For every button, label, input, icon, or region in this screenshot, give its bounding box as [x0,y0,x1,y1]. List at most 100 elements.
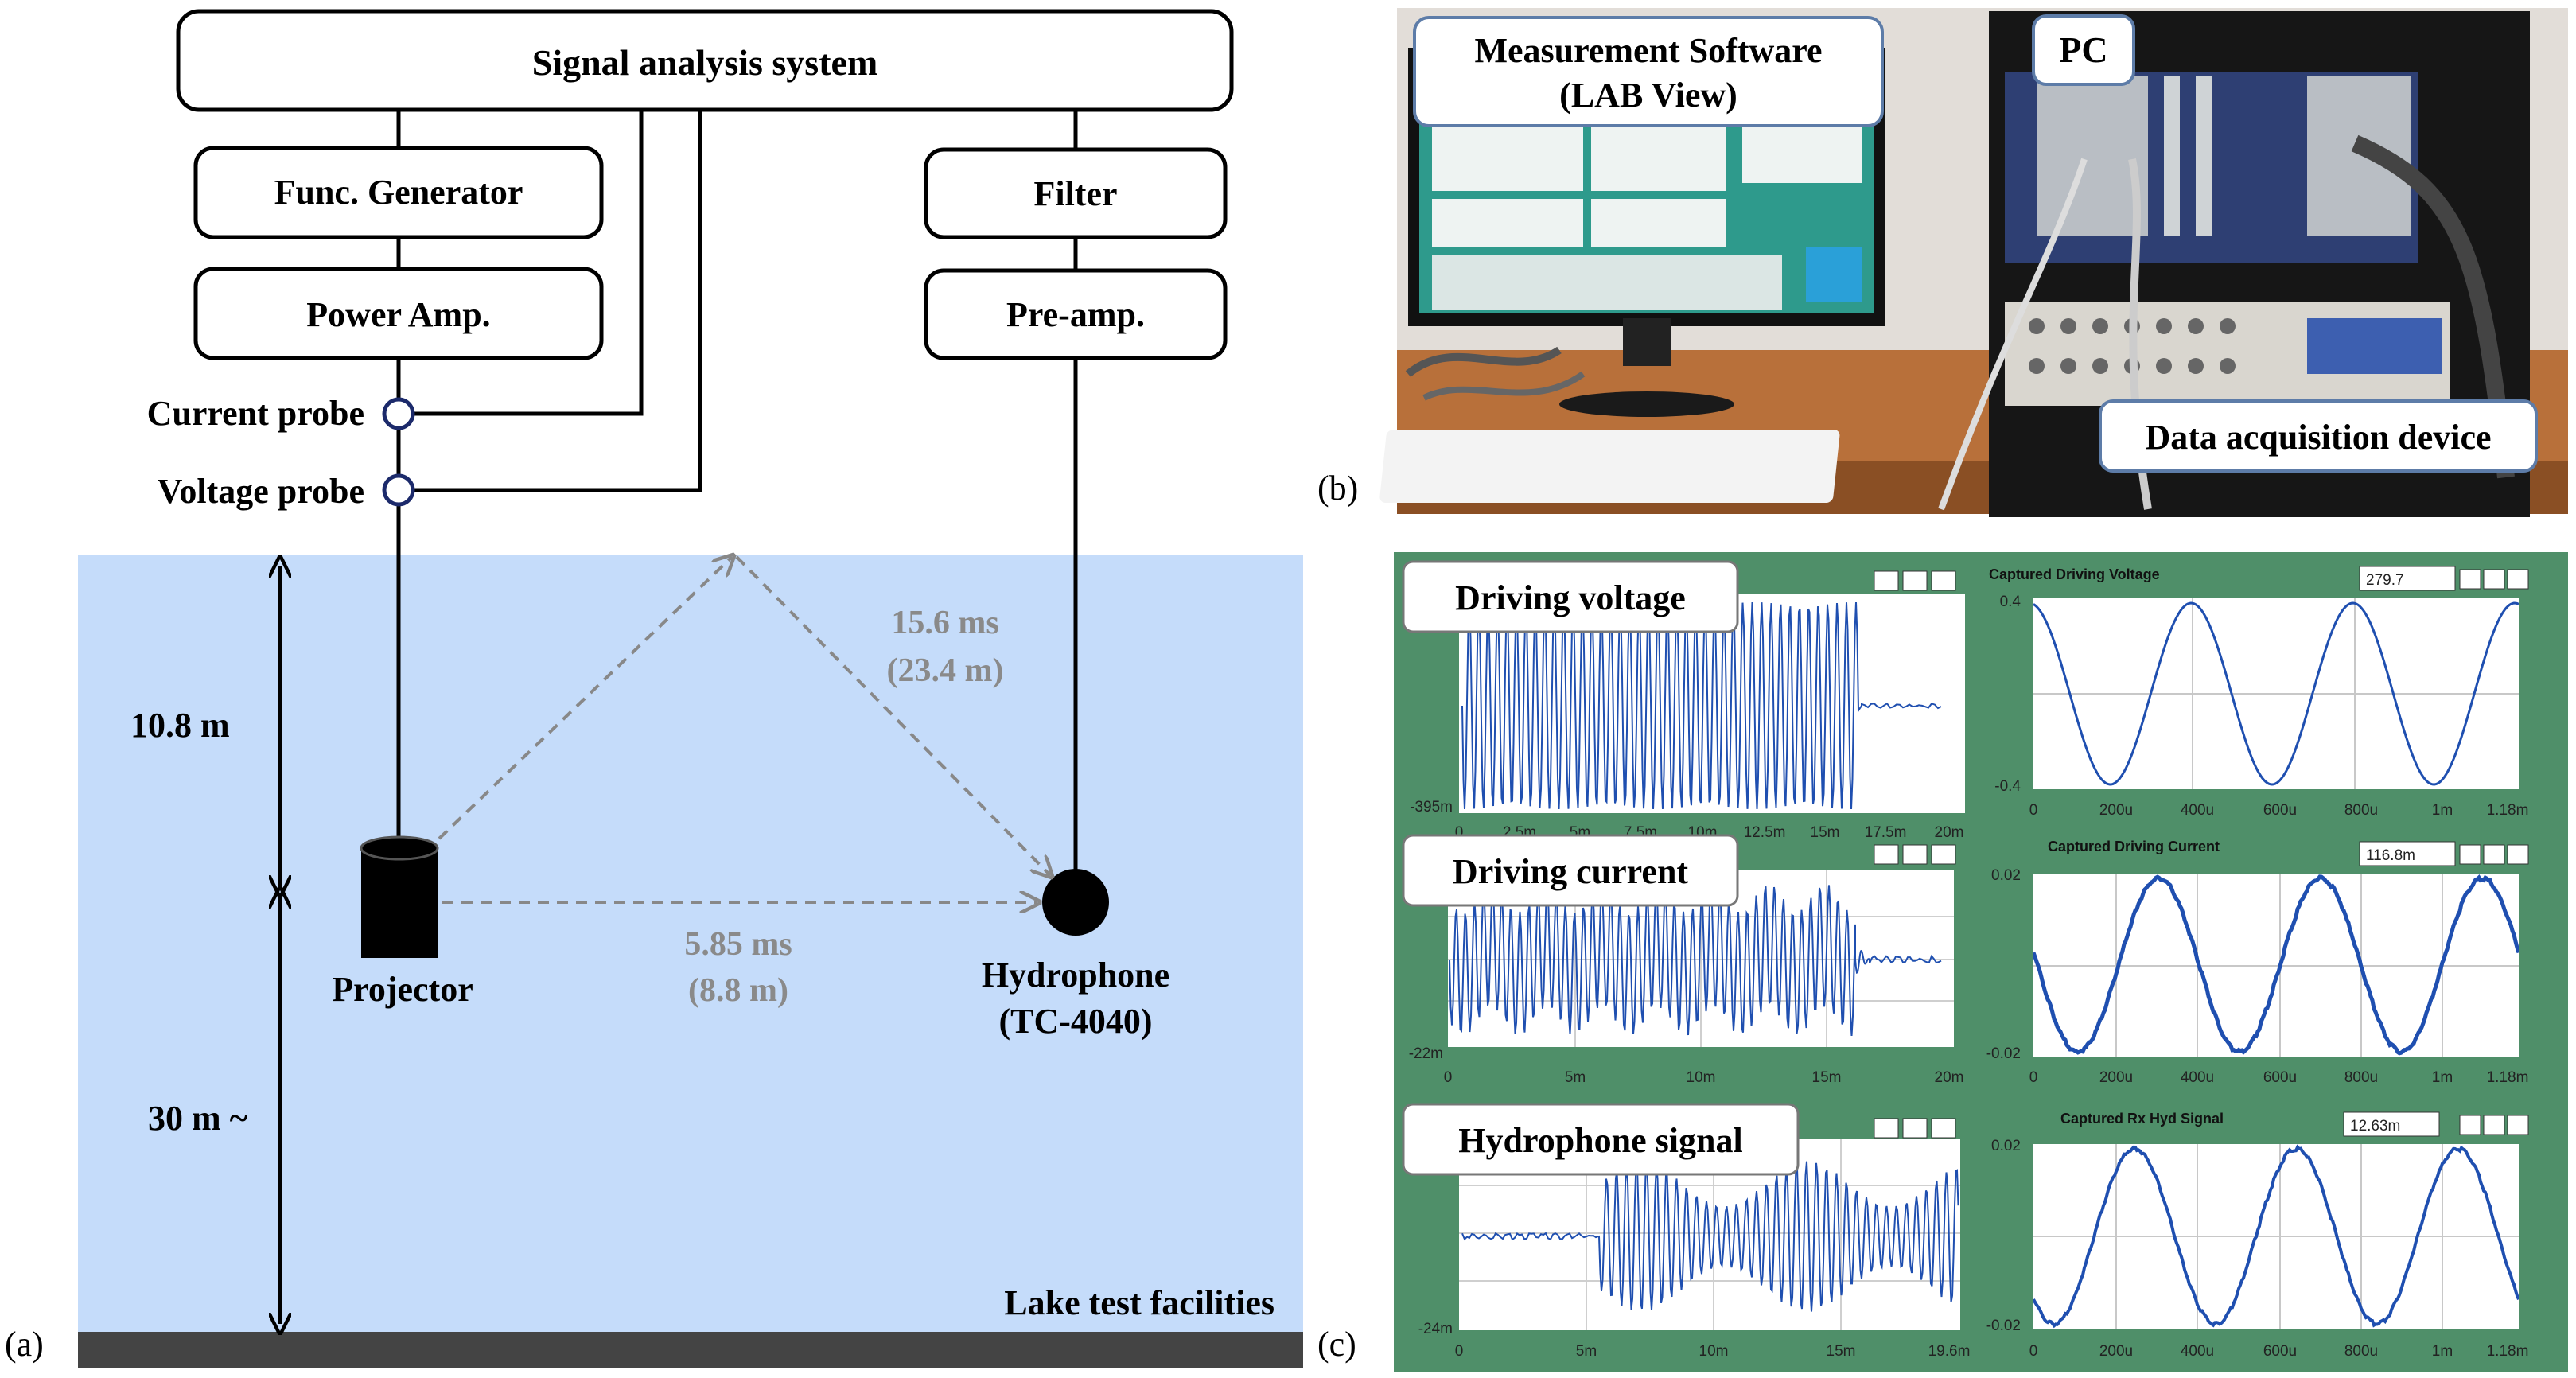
signal-analysis-box [176,9,1234,112]
x-tick: 600u [2263,1069,2297,1086]
x-tick: 15m [1812,1069,1842,1086]
x-tick: 5m [1565,1069,1586,1086]
filter-label: Filter [1033,174,1117,213]
func-generator-label: Func. Generator [274,173,523,212]
tag-box [1402,1103,1800,1176]
captured-hydrophone-trace [2033,1144,2519,1329]
x-tick: 0 [2029,802,2038,819]
readout-value: 12.63m [2350,1118,2400,1135]
voltage-probe-label: Voltage probe [158,472,364,511]
left-ymin-label: -22m [1409,1045,1443,1062]
x-tick: 10m [1699,1343,1729,1360]
plot-tool-icons[interactable] [1874,844,1956,865]
plot-tool-icons[interactable] [1874,1118,1956,1139]
x-tick: 1.18m [2487,1343,2529,1360]
x-tick: 1.18m [2487,802,2529,819]
hydrophone-label: Hydrophone [982,956,1169,995]
x-tick: 15m [1811,824,1840,841]
panel-b-label: (b) [1317,469,1358,508]
x-tick: 5m [1576,1343,1597,1360]
captured-current-trace [2033,874,2519,1056]
captured-voltage-trace [2033,601,2519,786]
x-tick: 17.5m [1865,824,1907,841]
readout-value: 116.8m [2366,847,2415,864]
plot-tool-icons[interactable] [2459,844,2529,865]
x-tick: 1m [2432,802,2453,819]
row-hydrophone-signal: -24m 0 5m 10m 15m 19.6m Hydrophone signa… [1402,1103,2529,1360]
x-tick: 12.5m [1744,824,1786,841]
tag-box [1402,834,1739,907]
pc-label: PC [2059,29,2107,70]
current-probe-label: Current probe [147,394,364,433]
x-tick: 800u [2344,1343,2378,1360]
driving-current-trace [1449,883,1942,1037]
x-tick: 0 [2029,1343,2038,1360]
y-tick: 0.02 [1991,867,2021,884]
software-callout [1413,16,1884,127]
left-ymin-label: -24m [1418,1321,1453,1337]
right-xticks: 0 200u 400u 600u 800u 1m 1.18m [2029,1343,2529,1360]
x-tick: 0 [1455,824,1464,841]
x-tick: 20m [1935,1069,1964,1086]
projector-label: Projector [332,970,473,1009]
hydrophone [1042,869,1109,936]
power-amp-label: Power Amp. [306,295,490,334]
left-xticks: 0 5m 10m 15m 20m [1444,1069,1964,1086]
tag-label: Hydrophone signal [1458,1121,1742,1160]
projector [360,835,439,958]
plot-tool-icons[interactable] [2459,569,2529,590]
left-xticks: 0 5m 10m 15m 19.6m [1455,1343,1971,1360]
tag-label: Driving voltage [1455,578,1686,617]
current-probe-node [382,397,415,430]
reflect-dist-label: (23.4 m) [887,652,1004,689]
lake-bottom [78,1332,1303,1368]
x-tick: 800u [2344,802,2378,819]
plot-tool-icons[interactable] [1874,570,1956,591]
tag-box [1402,560,1739,633]
depth-top-label: 10.8 m [130,706,230,745]
right-title: Captured Driving Voltage [1989,566,2160,582]
daq-callout [2099,399,2538,473]
right-grid [2033,874,2519,1057]
right-xticks: 0 200u 400u 600u 800u 1m 1.18m [2029,1069,2529,1086]
x-tick: 400u [2181,1343,2214,1360]
daq-label: Data acquisition device [2145,418,2491,457]
reflect-time-label: 15.6 ms [891,605,998,641]
x-tick: 20m [1935,824,1964,841]
x-tick: 1.18m [2487,1069,2529,1086]
software-sublabel: (LAB View) [1559,76,1737,115]
plot-tool-icons[interactable] [2459,1115,2529,1135]
tag-label: Driving current [1453,852,1688,891]
x-tick: 400u [2181,1069,2214,1086]
software-label: Measurement Software [1474,31,1822,70]
hydrophone-model: (TC-4040) [998,1002,1152,1041]
x-tick: 400u [2181,802,2214,819]
wiring [396,110,1078,875]
acoustic-paths [438,557,1050,902]
hydrophone-signal-trace [1461,1161,1959,1312]
y-tick: 0.4 [2000,594,2021,610]
x-tick: 0 [1444,1069,1453,1086]
y-tick: -0.02 [1986,1045,2021,1062]
x-tick: 19.6m [1928,1343,1971,1360]
y-tick: 0.02 [1991,1138,2021,1154]
x-tick: 1m [2432,1069,2453,1086]
x-tick: 1m [2432,1343,2453,1360]
left-ymin-label: -395m [1410,799,1453,816]
row-driving-current: -22m 0 5m 10m 15m 20m Driving current Ca… [1402,834,2529,1086]
direct-dist-label: (8.8 m) [688,972,788,1009]
readout-value: 279.7 [2366,572,2404,589]
y-tick: -0.4 [1994,778,2021,795]
x-tick: 600u [2263,802,2297,819]
x-tick: 0 [1455,1343,1464,1360]
readout-box [2359,566,2456,591]
panel-a: Signal analysis system Func. Generator P… [5,9,1303,1368]
panel-b: Measurement Software (LAB View) PC Data … [1317,8,2568,517]
pre-amp-label: Pre-amp. [1006,295,1145,334]
x-tick: 800u [2344,1069,2378,1086]
readout-box [2343,1111,2440,1137]
y-tick: -0.02 [1986,1318,2021,1334]
voltage-probe-node [382,473,415,507]
keyboard [1379,430,1840,503]
